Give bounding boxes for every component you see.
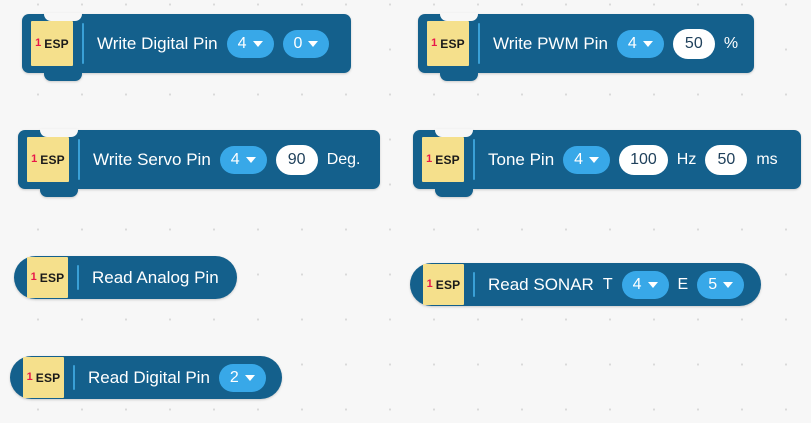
block-top-notch <box>40 129 78 137</box>
block-label: Read Analog Pin <box>92 268 219 287</box>
dropdown-value: 2 <box>229 368 239 386</box>
esp-badge-label: ESP <box>40 152 65 167</box>
field-label-echo: E <box>677 275 689 293</box>
badge-divider <box>473 272 475 297</box>
chevron-down-icon <box>723 281 734 288</box>
esp-badge-number: 1 <box>30 271 37 283</box>
esp-badge-label: ESP <box>39 270 65 285</box>
block-bottom-notch <box>435 188 473 197</box>
dropdown-value: 5 <box>708 275 718 293</box>
dropdown-value: 4 <box>627 34 637 52</box>
block-fields: Write Digital Pin 4 0 <box>84 29 342 58</box>
block-label: Read Digital Pin <box>88 368 210 387</box>
block-fields: Read Digital Pin 2 <box>75 363 279 392</box>
block-bottom-notch <box>44 72 82 81</box>
block-label: Write Digital Pin <box>97 34 218 53</box>
esp-badge-label: ESP <box>440 36 465 51</box>
field-label-hertz: Hz <box>676 150 697 168</box>
badge-divider <box>82 23 84 64</box>
badge-divider <box>77 265 79 290</box>
block-label: Write PWM Pin <box>493 34 608 53</box>
block-fields: Write Servo Pin 4 90 Deg. <box>80 144 373 175</box>
badge-divider <box>473 139 475 180</box>
esp-badge-number: 1 <box>426 278 433 290</box>
block-label: Tone Pin <box>488 150 555 169</box>
number-input-frequency[interactable]: 100 <box>619 144 668 175</box>
chevron-down-icon <box>589 156 600 163</box>
dropdown-value: 4 <box>574 150 584 168</box>
dropdown-pin[interactable]: 4 <box>219 145 267 174</box>
badge-divider <box>73 365 75 390</box>
badge-divider <box>78 139 80 180</box>
block-fields: Read Analog Pin <box>79 269 232 286</box>
dropdown-echo-pin[interactable]: 5 <box>697 270 745 299</box>
number-input-duration[interactable]: 50 <box>705 144 748 175</box>
dropdown-pin[interactable]: 4 <box>616 29 664 58</box>
block-bottom-notch <box>440 72 478 81</box>
block-fields: Read SONAR T 4 E 5 <box>475 270 757 299</box>
esp-badge-number: 1 <box>35 37 42 49</box>
chevron-down-icon <box>245 156 256 163</box>
field-label-degrees: Deg. <box>326 150 361 168</box>
esp-badge-label: ESP <box>35 370 61 385</box>
dropdown-pin[interactable]: 4 <box>563 145 611 174</box>
badge-divider <box>478 23 480 64</box>
number-input-angle[interactable]: 90 <box>275 144 318 175</box>
esp-badge-number: 1 <box>431 37 438 49</box>
dropdown-value: 4 <box>237 34 247 52</box>
dropdown-state[interactable]: 0 <box>282 29 330 58</box>
chevron-down-icon <box>647 281 658 288</box>
esp-badge-label: ESP <box>435 152 460 167</box>
dropdown-trigger-pin[interactable]: 4 <box>621 270 669 299</box>
block-top-notch <box>435 129 473 137</box>
chevron-down-icon <box>308 40 319 47</box>
chevron-down-icon <box>244 374 255 381</box>
dropdown-value: 0 <box>293 34 303 52</box>
block-top-notch <box>440 13 478 21</box>
number-input-duty[interactable]: 50 <box>672 28 715 59</box>
block-fields: Tone Pin 4 100 Hz 50 ms <box>475 144 791 175</box>
dropdown-value: 4 <box>230 150 240 168</box>
esp-badge-label: ESP <box>435 277 461 292</box>
block-label: Read SONAR <box>488 275 594 294</box>
chevron-down-icon <box>252 40 263 47</box>
field-label-percent: % <box>723 34 739 52</box>
esp-badge-number: 1 <box>426 153 433 165</box>
dropdown-pin[interactable]: 2 <box>218 363 266 392</box>
chevron-down-icon <box>642 40 653 47</box>
esp-badge-number: 1 <box>26 371 33 383</box>
block-bottom-notch <box>40 188 78 197</box>
field-label-trigger: T <box>602 275 613 293</box>
dropdown-pin[interactable]: 4 <box>226 29 274 58</box>
block-fields: Write PWM Pin 4 50% <box>480 28 751 59</box>
esp-badge-number: 1 <box>31 153 38 165</box>
esp-badge-label: ESP <box>44 36 69 51</box>
block-label: Write Servo Pin <box>93 150 211 169</box>
field-label-milliseconds: ms <box>756 150 778 168</box>
dropdown-value: 4 <box>632 275 642 293</box>
block-top-notch <box>44 13 82 21</box>
